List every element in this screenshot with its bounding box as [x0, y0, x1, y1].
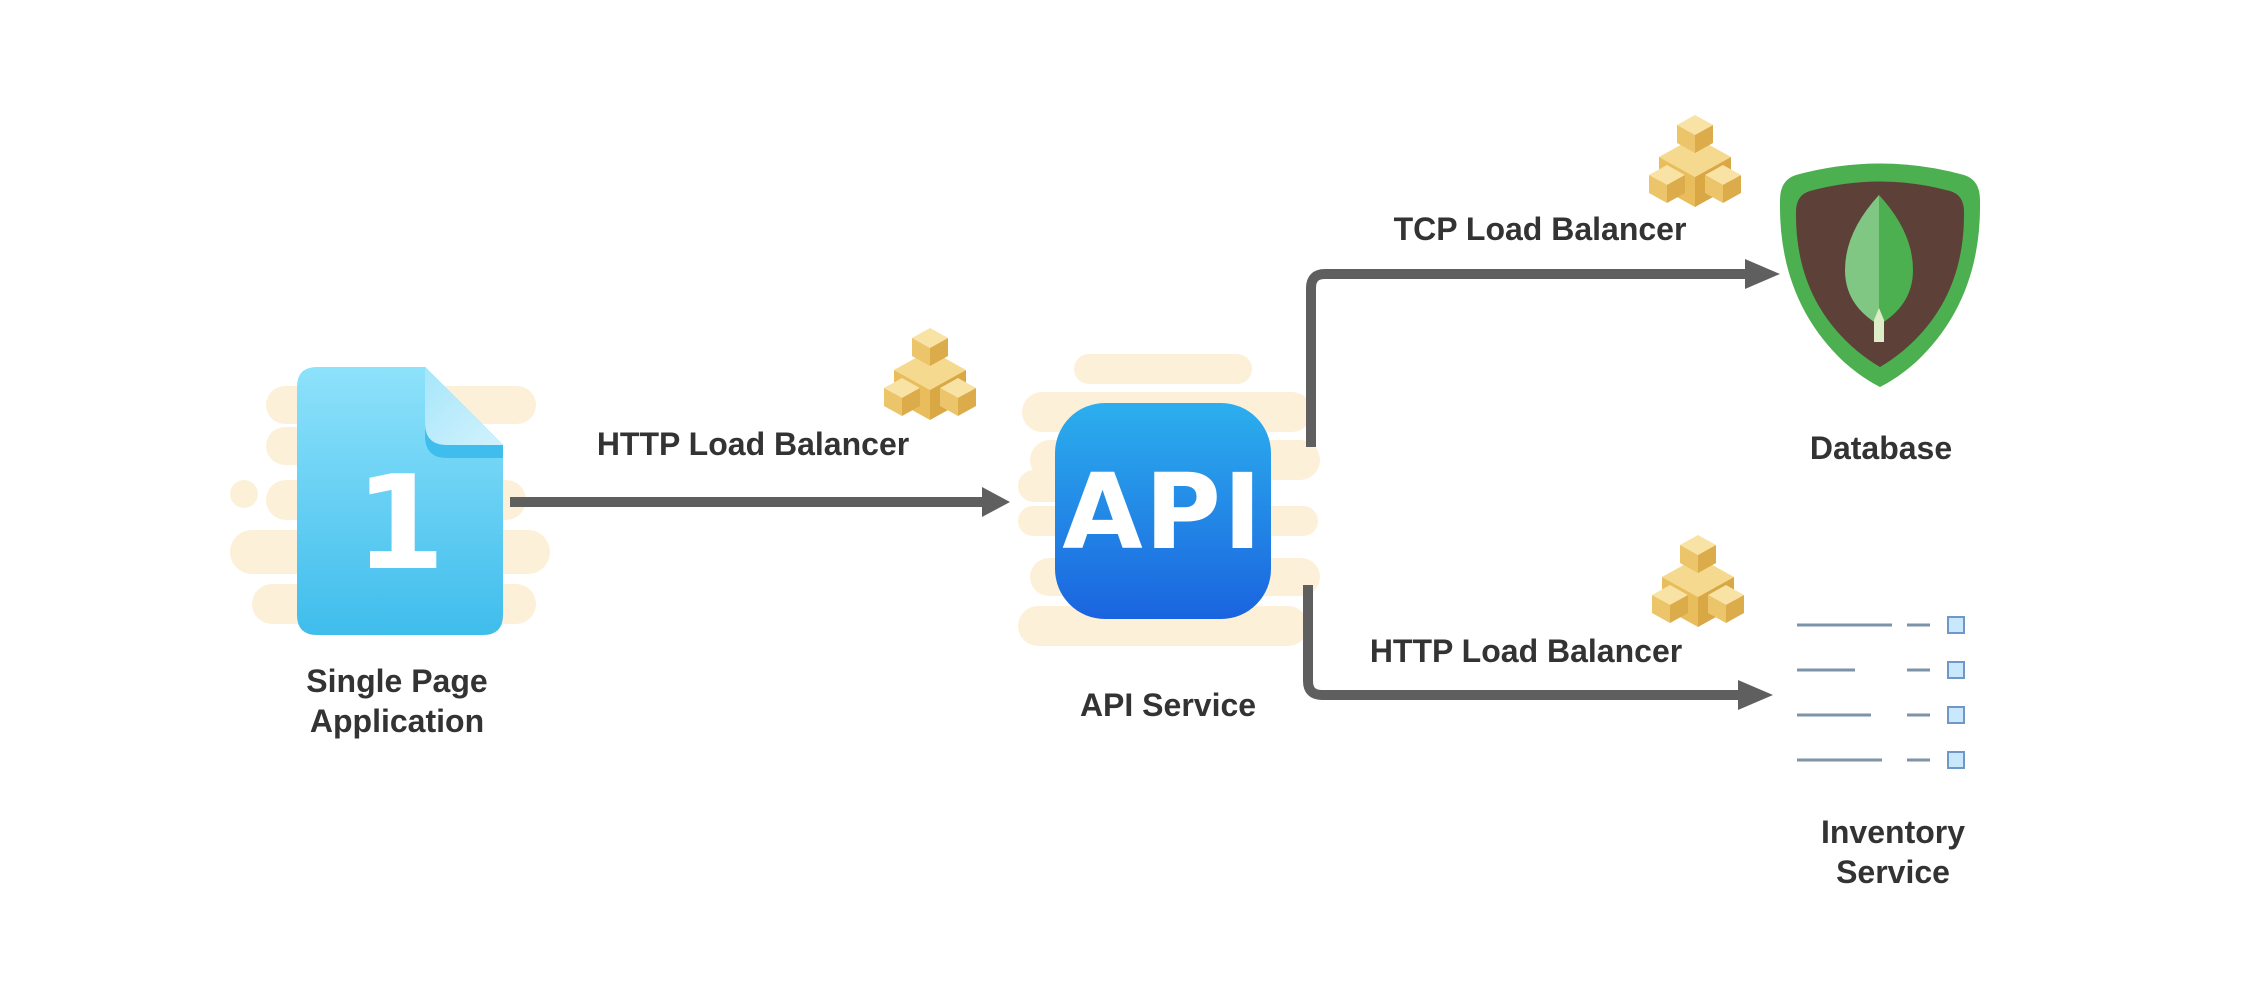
spa-label-line-1: Single Page — [306, 663, 487, 699]
arrowhead-icon — [982, 487, 1010, 517]
edge-label: TCP Load Balancer — [1394, 211, 1687, 247]
load-balancer-cubes-icon — [1649, 115, 1741, 207]
list-row — [1797, 661, 1965, 679]
database-node[interactable]: Database — [1779, 163, 1981, 467]
api-node[interactable]: API API Service — [1018, 354, 1320, 723]
edge-line — [1303, 585, 1742, 700]
spa-node[interactable]: 1 Single Page Application — [230, 367, 550, 739]
inventory-label-line-1: Inventory — [1821, 814, 1965, 850]
list-row — [1797, 706, 1965, 724]
checkbox-icon — [1947, 751, 1965, 769]
mongodb-leaf-shield-icon — [1779, 163, 1981, 387]
inventory-label-line-2: Service — [1836, 854, 1950, 890]
document-number-glyph: 1 — [355, 447, 445, 599]
checkbox-icon — [1947, 706, 1965, 724]
checkbox-icon — [1947, 661, 1965, 679]
list-row — [1797, 751, 1965, 769]
edge-line — [1306, 269, 1748, 447]
document-number-icon: 1 — [297, 367, 503, 635]
edge-api-to-database[interactable]: TCP Load Balancer — [1306, 115, 1780, 447]
arrowhead-icon — [1745, 259, 1780, 289]
api-icon: API — [1055, 403, 1271, 619]
api-glyph: API — [1062, 451, 1263, 573]
list-row — [1797, 616, 1965, 634]
edge-label: HTTP Load Balancer — [597, 426, 909, 462]
edge-api-to-inventory[interactable]: HTTP Load Balancer — [1303, 535, 1773, 710]
checkbox-icon — [1947, 616, 1965, 634]
load-balancer-cubes-icon — [884, 328, 976, 420]
list-checkbox-icon — [1797, 616, 1965, 769]
spa-label-line-2: Application — [310, 703, 484, 739]
edge-spa-to-api[interactable]: HTTP Load Balancer — [510, 328, 1010, 517]
inventory-node[interactable]: Inventory Service — [1797, 616, 1965, 890]
database-label: Database — [1810, 430, 1952, 466]
load-balancer-cubes-icon — [1652, 535, 1744, 627]
api-label: API Service — [1080, 687, 1256, 723]
arrowhead-icon — [1738, 680, 1773, 710]
edge-label: HTTP Load Balancer — [1370, 633, 1682, 669]
